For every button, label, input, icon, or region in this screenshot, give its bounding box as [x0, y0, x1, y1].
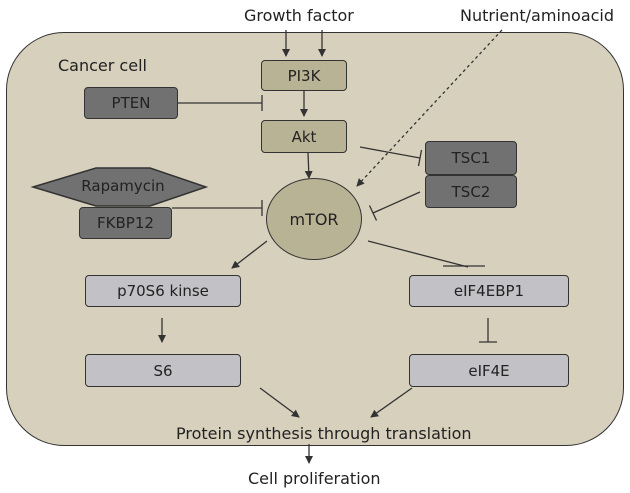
arrow-mtor-p70s6k — [231, 240, 268, 269]
inhibit-akt-tsc1 — [359, 146, 421, 159]
growth-factor-label: Growth factor — [244, 6, 354, 25]
mtor-node: mTOR — [266, 178, 362, 260]
nutrient-label: Nutrient/aminoacid — [460, 6, 615, 25]
akt-node: Akt — [261, 120, 347, 153]
p70s6k-node: p70S6 kinse — [85, 275, 241, 307]
eif4ebp1-node: eIF4EBP1 — [409, 275, 569, 307]
s6-node: S6 — [85, 354, 241, 387]
cancer-cell-label: Cancer cell — [58, 56, 147, 75]
rapamycin-label: Rapamycin — [81, 177, 165, 195]
protein-synthesis-label: Protein synthesis through translation — [176, 424, 472, 443]
pi3k-node: PI3K — [261, 60, 347, 91]
inhibit-tsc2-mtor — [372, 191, 421, 214]
eif4e-node: eIF4E — [409, 354, 569, 387]
arrow-eif4e-protein — [370, 387, 413, 418]
tsc2-node: TSC2 — [425, 175, 517, 208]
pten-node: PTEN — [84, 87, 178, 119]
fkbp12-node: FKBP12 — [79, 207, 172, 239]
rapamycin-shape — [30, 167, 209, 207]
arrow-s6-protein — [259, 387, 300, 418]
cell-proliferation-label: Cell proliferation — [248, 469, 381, 488]
arrow-akt-mtor — [304, 152, 313, 179]
inhibit-mtor-eif4ebp1 — [367, 240, 469, 268]
tsc1-node: TSC1 — [425, 141, 517, 175]
